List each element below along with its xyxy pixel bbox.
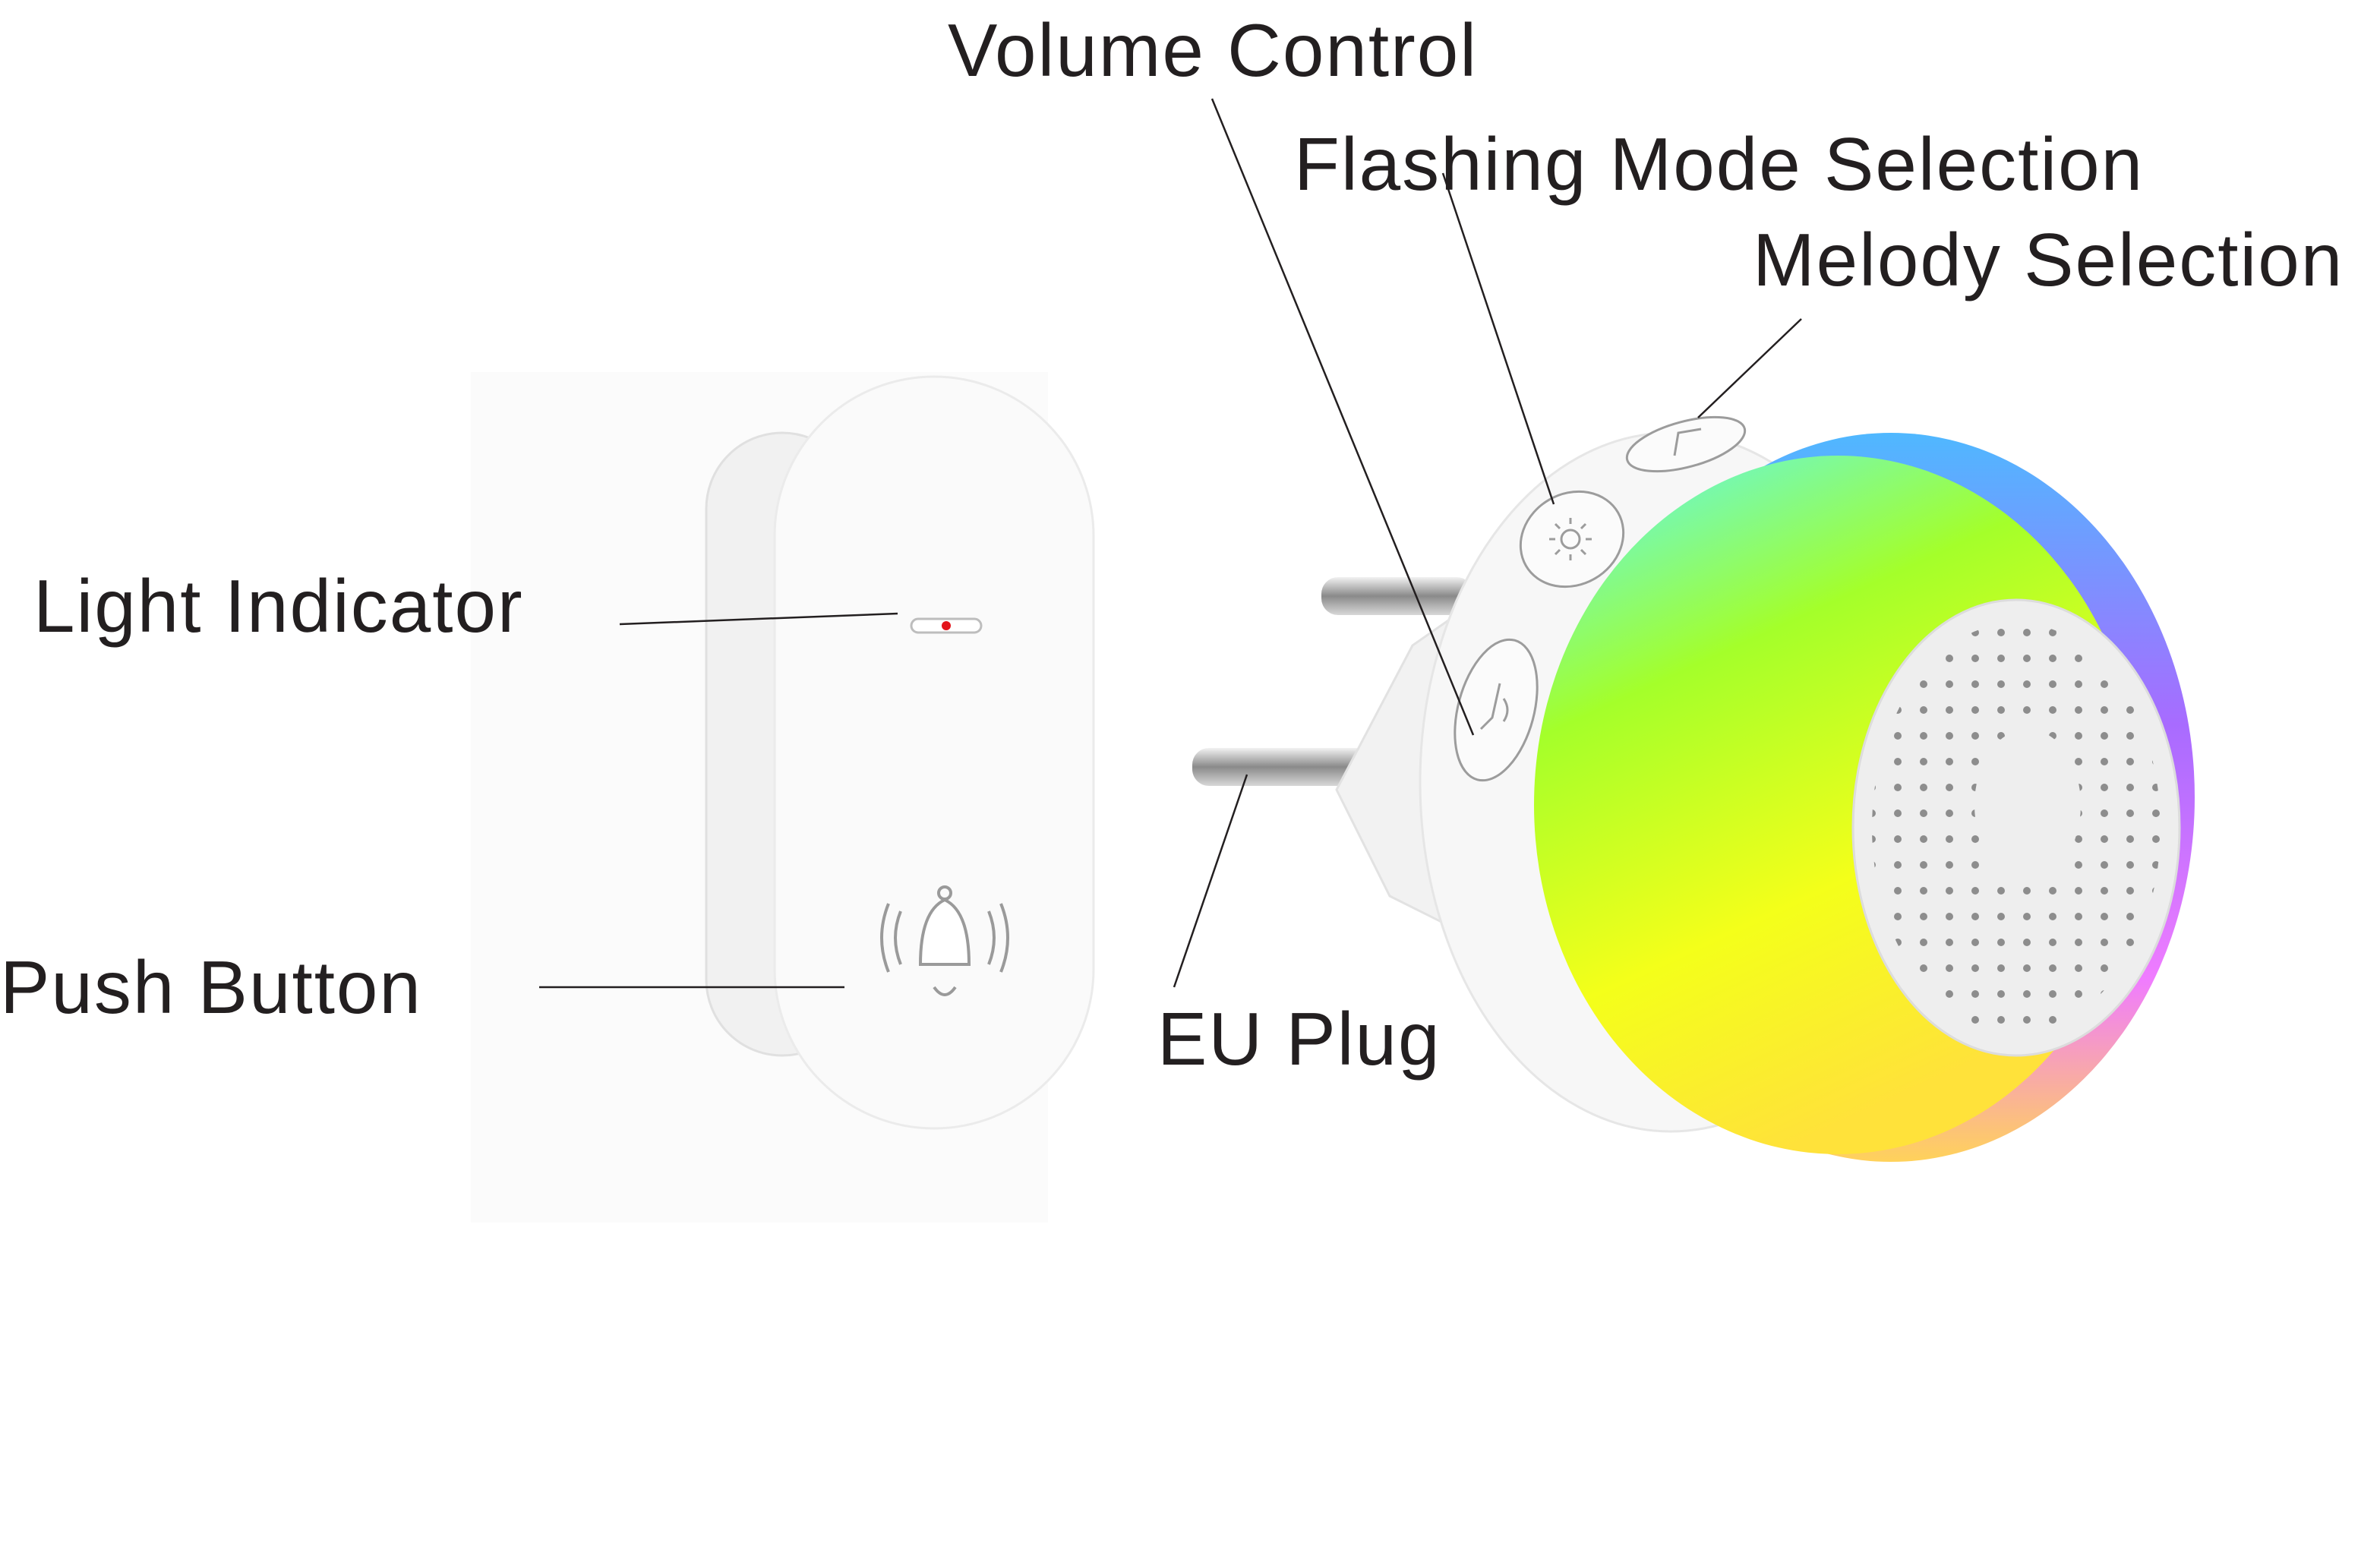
push-button-transmitter (471, 372, 1095, 1223)
bell-icon[interactable] (880, 885, 1009, 996)
push-button-label: Push Button (0, 945, 422, 1029)
flashing-mode-button[interactable] (1503, 473, 1640, 605)
volume-control-label: Volume Control (948, 8, 1478, 92)
eu-plug-leader (1173, 774, 1248, 988)
flashing-mode-leader (1441, 172, 1555, 505)
flashing-mode-selection-label: Flashing Mode Selection (1294, 122, 2144, 206)
light-indicator-led (910, 617, 983, 634)
volume-control-leader (1211, 98, 1475, 736)
speaker-volume-icon (1479, 683, 1509, 731)
receiver-unit (1192, 406, 2195, 1162)
melody-selection-button[interactable] (1621, 406, 1750, 481)
light-indicator-label: Light Indicator (33, 564, 524, 648)
light-indicator-leader (619, 612, 898, 626)
eu-plug-label: EU Plug (1157, 997, 1441, 1081)
sun-icon (1549, 518, 1592, 560)
music-note-icon (1673, 428, 1702, 456)
melody-selection-label: Melody Selection (1753, 218, 2344, 301)
melody-selection-leader (1697, 318, 1802, 418)
leader-lines (539, 98, 1802, 989)
speaker-grille (1851, 598, 2181, 1057)
